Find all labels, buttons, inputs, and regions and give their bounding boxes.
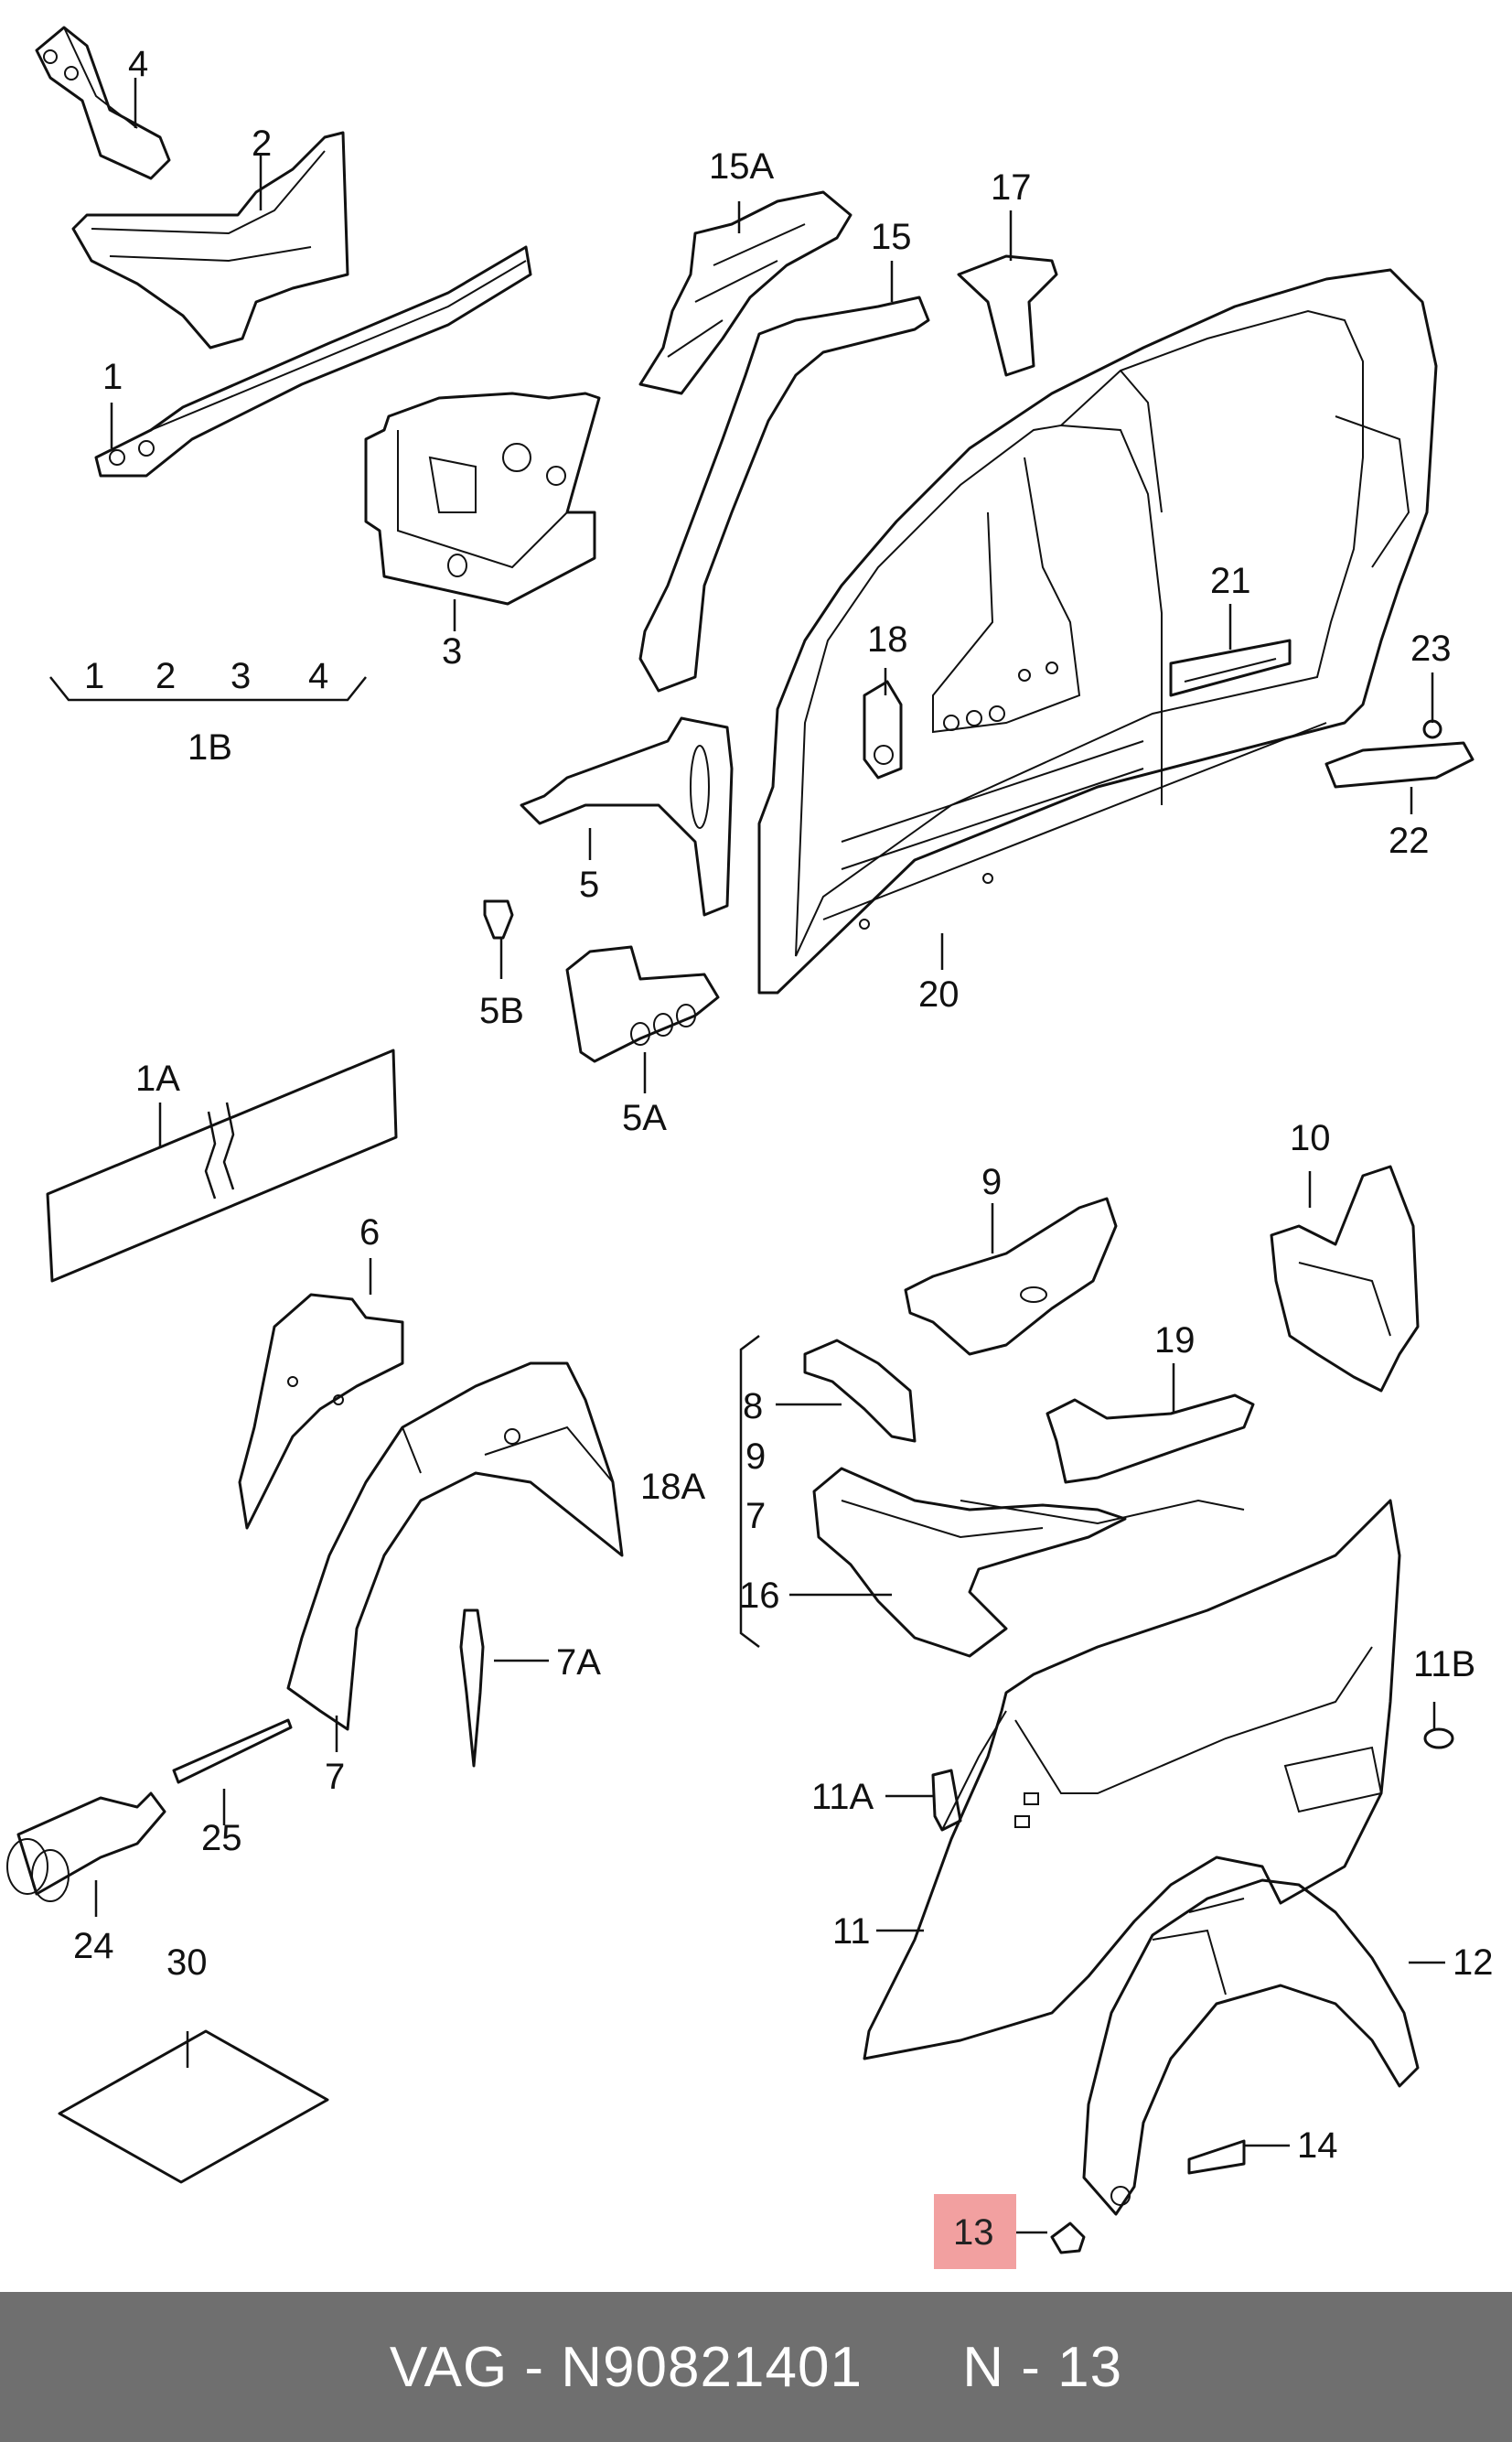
callout-5b: 5B <box>479 991 524 1031</box>
callout-24: 24 <box>73 1926 114 1966</box>
callout-19: 19 <box>1154 1320 1196 1361</box>
callout-7: 7 <box>325 1757 345 1797</box>
part-13 <box>1050 2221 1086 2254</box>
part-8 <box>803 1339 917 1443</box>
part-25 <box>172 1718 293 1784</box>
callout-11b: 11B <box>1413 1644 1475 1684</box>
callout-15: 15 <box>871 217 912 257</box>
callout-1b: 1B <box>188 727 232 768</box>
part-10 <box>1270 1165 1420 1393</box>
part-number-caption: VAG - N90821401 N - 13 <box>389 2335 1123 2399</box>
callout-16: 16 <box>739 1576 780 1616</box>
callout-21: 21 <box>1210 561 1251 601</box>
part-5b <box>483 899 514 940</box>
part-21 <box>1169 639 1292 697</box>
callout-8: 8 <box>743 1386 763 1426</box>
leader-lines <box>94 78 1445 2234</box>
callout-6: 6 <box>359 1212 380 1253</box>
part-11a <box>931 1769 962 1832</box>
part-30 <box>58 2029 329 2184</box>
part-20 <box>757 268 1438 995</box>
part-1a <box>46 1049 398 1283</box>
part-5a <box>565 945 720 1063</box>
part-11 <box>863 1499 1401 2060</box>
callout-7a: 7A <box>556 1642 601 1683</box>
bracket-1b <box>49 676 367 702</box>
callout-18a: 18A <box>640 1467 705 1507</box>
callout-30: 30 <box>166 1942 208 1983</box>
part-16 <box>812 1467 1127 1658</box>
part-4 <box>35 26 171 180</box>
callout-3: 3 <box>442 631 462 672</box>
callout-labels: 4 2 1 3 1 2 3 4 1B 15A 15 17 18 21 23 22… <box>73 44 1494 2166</box>
bracket-18a <box>739 1335 760 1648</box>
part-18 <box>863 680 903 780</box>
callout-23: 23 <box>1410 629 1452 669</box>
callout-22: 22 <box>1389 821 1430 861</box>
highlighted-callout-box <box>934 2194 1016 2269</box>
callout-1: 1 <box>102 357 123 397</box>
callout-1a: 1A <box>135 1059 180 1099</box>
callout-1b-2: 2 <box>155 656 176 696</box>
callout-2: 2 <box>252 124 272 164</box>
part-7a <box>459 1608 485 1768</box>
callout-10: 10 <box>1290 1118 1331 1158</box>
callout-5: 5 <box>579 865 599 905</box>
callout-5a: 5A <box>622 1098 667 1138</box>
part-7 <box>286 1361 624 1731</box>
part-24 <box>6 1791 166 1902</box>
part-15 <box>638 296 930 693</box>
callout-1b-3: 3 <box>231 656 251 696</box>
part-19 <box>1046 1393 1255 1484</box>
part-6 <box>238 1293 404 1530</box>
part-12 <box>1082 1878 1420 2216</box>
part-15a <box>638 190 853 395</box>
parts-diagram: 4 2 1 3 1 2 3 4 1B 15A 15 17 18 21 23 22… <box>6 26 1494 2254</box>
callout-25: 25 <box>201 1818 242 1858</box>
callout-18: 18 <box>867 619 908 660</box>
callout-12: 12 <box>1453 1942 1494 1983</box>
part-14 <box>1187 2139 1246 2175</box>
callout-7b: 7 <box>745 1496 766 1536</box>
part-11b <box>1423 1727 1454 1749</box>
callout-14: 14 <box>1297 2125 1338 2166</box>
footer-bar: VAG - N90821401 N - 13 <box>0 2292 1512 2442</box>
callout-11a: 11A <box>811 1777 874 1817</box>
callout-20: 20 <box>918 974 960 1015</box>
callout-1b-4: 4 <box>308 656 328 696</box>
callout-15a: 15A <box>709 146 774 187</box>
part-3 <box>364 392 601 606</box>
part-17 <box>957 254 1058 377</box>
callout-9: 9 <box>981 1162 1002 1202</box>
callout-17: 17 <box>991 167 1032 208</box>
callout-9b: 9 <box>745 1436 766 1477</box>
callout-1b-1: 1 <box>84 656 104 696</box>
part-9 <box>904 1197 1118 1356</box>
callout-4: 4 <box>128 44 148 84</box>
part-22 <box>1324 741 1474 789</box>
callout-11: 11 <box>832 1911 871 1952</box>
part-23 <box>1422 719 1442 739</box>
part-5 <box>520 716 734 917</box>
part-1 <box>94 245 532 478</box>
part-2 <box>71 131 349 350</box>
